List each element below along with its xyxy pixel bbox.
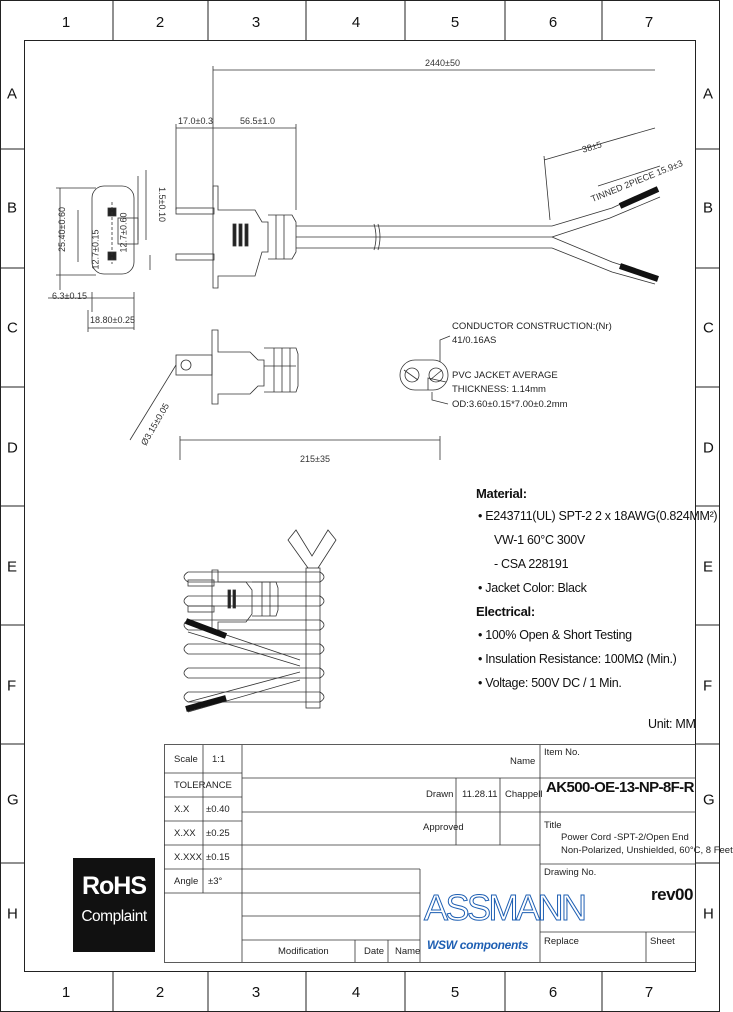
row-label: C (703, 319, 714, 337)
column-label: 1 (61, 984, 71, 1001)
drawn-name: Chappell (505, 789, 543, 800)
plug-front-view (48, 170, 151, 332)
drawn-date: 11.28.11 (462, 789, 498, 800)
row-label: B (703, 199, 714, 217)
rohs-subtitle: Complaint (81, 908, 147, 925)
electrical-item: • Voltage: 500V DC / 1 Min. (478, 676, 622, 690)
material-item: • E243711(UL) SPT-2 2 x 18AWG(0.824MM²) (478, 509, 718, 523)
tolerance-label: Angle (174, 876, 199, 887)
dim-blade-height: 25.40±0.60 (56, 207, 67, 252)
plug-side-view (129, 329, 299, 441)
column-label: 4 (351, 14, 361, 31)
row-label: A (7, 85, 18, 103)
row-label: E (7, 558, 18, 576)
brand-name: ASSMANN (424, 887, 588, 928)
cross-section-line2: 41/0.16AS (452, 335, 497, 346)
column-label: 6 (548, 14, 558, 31)
cord-cross-section (399, 335, 451, 405)
revision: rev00 (651, 885, 693, 904)
column-label: 3 (251, 984, 261, 1001)
row-label: B (7, 199, 18, 217)
row-label: E (703, 558, 714, 576)
material-item: VW-1 60°C 300V (494, 533, 585, 547)
row-label: G (7, 791, 19, 809)
drawn-label: Drawn (426, 789, 454, 800)
approved-label: Approved (423, 822, 464, 833)
column-label: 2 (155, 14, 165, 31)
column-label: 6 (548, 984, 558, 1001)
cross-section-line1: CONDUCTOR CONSTRUCTION:(Nr) (452, 321, 612, 332)
material-heading: Material: (476, 486, 527, 501)
column-label: 3 (251, 14, 261, 31)
tolerance-label: TOLERANCE (174, 780, 232, 791)
assmann-logo: ASSMANN (424, 887, 588, 931)
drawing-no-label: Drawing No. (544, 867, 597, 878)
row-label: A (703, 85, 714, 103)
electrical-item: • Insulation Resistance: 100MΩ (Min.) (478, 652, 677, 666)
dim-blade-small: 1.5±0.10 (156, 187, 167, 222)
tolerance-value: ±0.25 (206, 828, 230, 839)
scale-value: 1:1 (212, 754, 226, 765)
tolerance-label: X.XXX (174, 852, 202, 863)
row-label: G (703, 791, 715, 809)
column-label: 7 (644, 14, 654, 31)
dim-coil-length: 215±35 (300, 454, 330, 464)
row-label: H (703, 905, 714, 923)
tolerance-label: X.XX (174, 828, 196, 839)
row-label: D (703, 439, 714, 457)
cross-section-line3: PVC JACKET AVERAGE (452, 370, 558, 381)
tolerance-value: ±3° (208, 876, 223, 887)
dim-prong-length: 17.0±0.3 (178, 116, 213, 126)
column-label: 1 (61, 14, 71, 31)
title-block-grid (164, 744, 696, 963)
modification-label: Modification (278, 946, 329, 957)
row-label: D (7, 439, 18, 457)
electrical-item: • 100% Open & Short Testing (478, 628, 632, 642)
tolerance-value: ±0.40 (206, 804, 230, 815)
column-label: 4 (351, 984, 361, 1001)
dim-pin-spacing: 12.7±0.15 (90, 229, 101, 270)
column-label: 5 (450, 984, 460, 1001)
inner-border (24, 40, 696, 972)
cross-section-line4: THICKNESS: 1.14mm (452, 384, 546, 395)
dim-total-length: 2440±50 (425, 58, 460, 68)
coiled-cord-view (179, 436, 441, 713)
dim-blade-width: 6.3±0.15 (52, 291, 87, 301)
row-label: F (7, 677, 17, 695)
unit-label: Unit: MM (648, 717, 696, 731)
column-label: 2 (155, 984, 165, 1001)
title-line1: Power Cord -SPT-2/Open End (561, 832, 689, 843)
electrical-heading: Electrical: (476, 604, 535, 619)
dim-body-width: 18.80±0.25 (90, 315, 135, 325)
row-label: F (703, 677, 713, 695)
tolerance-value: ±0.15 (206, 852, 230, 863)
row-label: H (7, 905, 18, 923)
item-number: AK500-OE-13-NP-8F-R (546, 779, 694, 796)
dim-plug-body: 56.5±1.0 (240, 116, 275, 126)
brand-sub: WSW components (427, 938, 529, 952)
row-label: C (7, 319, 18, 337)
title-line2: Non-Polarized, Unshielded, 60°C, 8 Feet (561, 845, 733, 856)
date-label: Date (364, 946, 385, 957)
dim-inner: 12.7±0.60 (118, 212, 129, 253)
replace-label: Replace (544, 936, 579, 947)
name-label-bottom: Name (395, 946, 421, 957)
material-item: • Jacket Color: Black (478, 581, 587, 595)
column-label: 5 (450, 14, 460, 31)
column-label: 7 (644, 984, 654, 1001)
tolerance-label: X.X (174, 804, 190, 815)
cross-section-line5: OD:3.60±0.15*7.00±0.2mm (452, 399, 568, 410)
sheet-label: Sheet (650, 936, 675, 947)
name-label: Name (510, 756, 536, 767)
rohs-title: RoHS (81, 872, 147, 900)
cord-top-view (175, 66, 661, 289)
title-label: Title (544, 820, 562, 831)
material-item: - CSA 228191 (494, 557, 569, 571)
item-no-label: Item No. (544, 747, 580, 758)
scale-label: Scale (174, 754, 198, 765)
rohs-badge: RoHS Complaint (73, 858, 155, 952)
